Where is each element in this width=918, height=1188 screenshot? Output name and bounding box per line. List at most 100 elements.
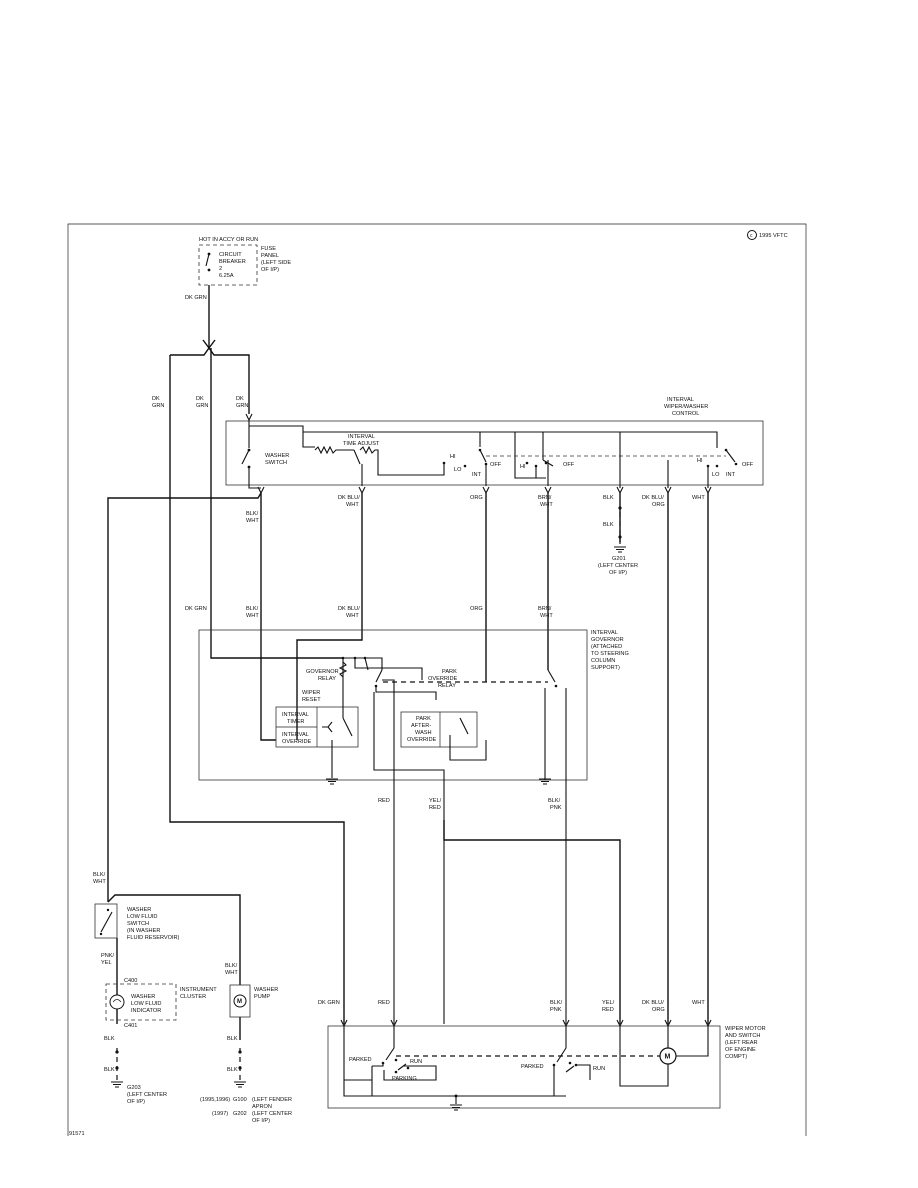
wiper-motor-box	[327, 1025, 721, 1109]
park-override-label-2: OVERRIDE	[428, 676, 457, 682]
sw1-blade	[479, 449, 487, 463]
run2-label: RUN	[593, 1066, 605, 1072]
gw-dkbluwht-b: WHT	[346, 613, 359, 619]
park-after-wash-4: OVERRIDE	[407, 737, 436, 743]
breaker-label-3: 2	[219, 266, 222, 272]
sw1-lo: LO	[454, 467, 462, 473]
governor-ground-2	[539, 778, 551, 785]
motor-internal-5	[343, 1080, 372, 1097]
governor-relay-blade	[375, 669, 383, 683]
wiper-motor-leads	[619, 1026, 709, 1087]
governor-title-1: INTERVAL	[591, 630, 618, 636]
motor-internal-2	[372, 1063, 384, 1067]
circuit-breaker-symbol	[205, 253, 210, 267]
cluster-label-1: INSTRUMENT	[180, 987, 217, 993]
indicator-filament	[112, 999, 122, 1003]
go-blkpnk-b: PNK	[550, 805, 562, 811]
park-override-label-3: RELAY	[438, 683, 456, 689]
cw-dkbluorg-a: DK BLU/	[642, 495, 664, 501]
sw2-hi: HI	[520, 464, 526, 470]
g203-ground-symbol	[111, 1081, 123, 1088]
g201-ground-symbol	[614, 546, 626, 553]
parked1-label: PARKED	[349, 1057, 372, 1063]
g100-year: (1995,1996)	[200, 1097, 230, 1103]
governor-title-5: COLUMN	[591, 658, 615, 664]
interval-timer-label-1: INTERVAL	[282, 712, 309, 718]
blk-wht-washer-wire	[107, 492, 262, 902]
interval-governor-box	[198, 629, 588, 781]
sw2-off: OFF	[563, 462, 575, 468]
park-after-wash-2: AFTER-	[411, 723, 431, 729]
interval-control-box	[225, 420, 764, 486]
time-adjust-label-1: INTERVAL	[348, 434, 375, 440]
cw-org: ORG	[470, 495, 483, 501]
g201-label-3: OF I/P)	[609, 570, 627, 576]
low-fluid-switch-blade	[100, 911, 113, 933]
g202-year: (1997)	[212, 1111, 228, 1117]
c401-label: C401	[124, 1023, 137, 1029]
dk-blu-wht-governor-wire	[296, 493, 363, 740]
indicator-label-3: INDICATOR	[131, 1008, 161, 1014]
cluster-label-2: CLUSTER	[180, 994, 206, 1000]
branch-left3-b: GRN	[236, 403, 248, 409]
governor-relay-label-1: GOVERNOR	[306, 669, 339, 675]
governor-relay-out	[375, 686, 437, 700]
cw-brnwht-b: WHT	[540, 502, 553, 508]
go-yelred-a: YEL/	[429, 798, 442, 804]
cw-dkbluorg-b: ORG	[652, 502, 665, 508]
wiper-reset-label-1: WIPER	[302, 690, 320, 696]
g203-label-1: G203	[127, 1085, 141, 1091]
gw-brnwht-a: BRN/	[538, 606, 552, 612]
gw-blkwht-b: WHT	[246, 613, 259, 619]
dk-grn-motor-wire	[169, 355, 345, 1024]
g202-loc-2: OF I/P)	[252, 1118, 270, 1124]
gw-dkgrn: DK GRN	[185, 606, 207, 612]
gw-brnwht-b: WHT	[540, 613, 553, 619]
wc-blk-2: BLK	[104, 1067, 115, 1073]
instrument-cluster-box	[105, 983, 177, 1021]
low-fluid-switch-box	[94, 903, 118, 939]
fuse-panel-label-2: PANEL	[261, 253, 279, 259]
park-override-label-1: PARK	[442, 669, 457, 675]
g100-loc-1: (LEFT FENDER	[252, 1097, 292, 1103]
governor-title-6: SUPPORT)	[591, 665, 620, 671]
park-switch-2b	[565, 1065, 575, 1073]
sw3-lo: LO	[712, 472, 720, 478]
wiper-motor-glyph: M	[665, 1054, 671, 1061]
governor-relay-coil	[338, 661, 348, 678]
go-yelred-b: RED	[429, 805, 441, 811]
park-switch-2-blade	[556, 1026, 567, 1063]
mw-dkbluorg-a: DK BLU/	[642, 1000, 664, 1006]
wc-pnkyel-b: YEL	[101, 960, 112, 966]
control-connectors	[257, 486, 712, 495]
connector-top	[245, 413, 253, 422]
breaker-label-2: BREAKER	[219, 259, 246, 265]
time-adjust-resistor-2	[359, 445, 445, 476]
wc-in-a: BLK/	[93, 872, 106, 878]
control-bus-3	[480, 431, 718, 448]
branch-left3-a: DK	[236, 396, 244, 402]
pump-feed-wire	[107, 894, 241, 985]
lfs-label-5: FLUID RESERVOIR)	[127, 935, 180, 941]
mw-yelred-a: YEL/	[602, 1000, 615, 1006]
lfs-label-1: WASHER	[127, 907, 151, 913]
governor-title-2: GOVERNOR	[591, 637, 624, 643]
gw-blkwht-a: BLK/	[246, 606, 259, 612]
cw-blkwht-a: BLK/	[246, 511, 259, 517]
park-after-wash-3: WASH	[415, 730, 432, 736]
g203-label-2: (LEFT CENTER	[127, 1092, 167, 1098]
g100-loc-2: APRON	[252, 1104, 272, 1110]
mw-blkpnk-a: BLK/	[550, 1000, 563, 1006]
fuse-panel-label-3: (LEFT SIDE	[261, 260, 291, 266]
g100-ground-symbol	[234, 1081, 246, 1088]
cw-dkbluwht-a: DK BLU/	[338, 495, 360, 501]
sw3-blade	[725, 449, 736, 463]
cw-wht: WHT	[692, 495, 705, 501]
yel-red-wire	[373, 692, 445, 1024]
park-after-wash-loop	[449, 735, 487, 761]
g201-label-1: G201	[612, 556, 626, 562]
lfs-label-3: SWITCH	[127, 921, 149, 927]
pump-label-2: PUMP	[254, 994, 270, 1000]
branch-left2-a: DK	[196, 396, 204, 402]
motor-ground-symbol	[450, 1104, 462, 1111]
